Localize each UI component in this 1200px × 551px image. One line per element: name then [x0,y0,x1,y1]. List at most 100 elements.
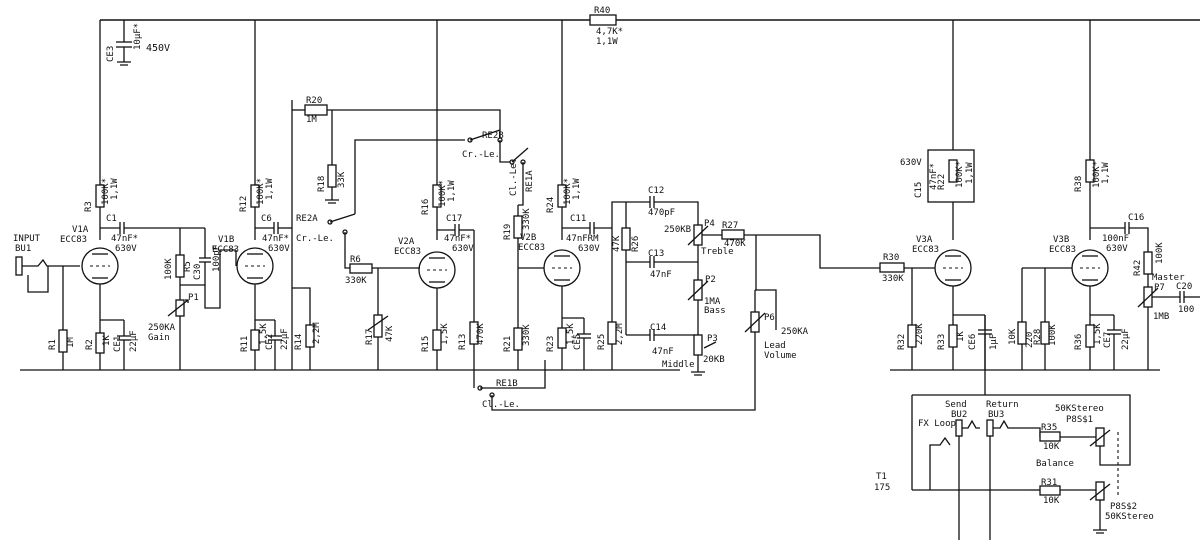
P7-name: Master [1152,273,1185,283]
RE1A-switch: Cl.-Le. [509,158,519,196]
R14-value: 2,2M [312,322,322,344]
C15-voltage: 630V [900,158,922,168]
R30-value: 330K [882,274,904,284]
pot-arrow [1089,483,1111,501]
wire [499,140,512,163]
R1-value: 1M [66,337,76,348]
wire [744,234,880,269]
R19-value: 330K [522,208,532,230]
resistor-R25 [607,321,617,345]
fxloop-label: FX Loop [918,419,956,429]
R18-value: 33K [337,171,347,188]
R15-label: R15 [421,336,431,352]
P8S2-label: P8S$2 [1110,502,1137,512]
resistor-R14 [305,324,315,348]
T1-value: 175 [874,483,890,493]
R36-value: 1,5K [1093,323,1103,345]
R40-power: 1,1W [596,37,618,47]
C14-label: C14 [650,323,666,333]
R23-label: R23 [546,336,556,352]
BU2-label: BU2 [951,410,967,420]
R22-label: R22 [937,174,947,190]
resistor-R27 [721,229,745,240]
R33-label: R33 [937,334,947,350]
wire [962,419,980,429]
R22-power: 1,1W [965,162,975,184]
R24-value: 100K* [563,178,573,205]
P6-name1: Lead [764,341,786,351]
CE2-label: CE2 [265,334,275,350]
C13-label: C13 [648,249,664,259]
C30-value: 100pF [212,245,222,272]
resistor-R12 [250,184,260,208]
R36-label: R36 [1074,334,1084,350]
resistor-R24 [557,184,567,208]
R18-label: R18 [317,176,327,192]
R27-label: R27 [722,221,738,231]
T1-label: T1 [876,472,887,482]
R21-label: R21 [503,336,513,352]
R12-power: 1,1W [265,178,275,200]
balance-label: Balance [1036,459,1074,469]
P3-name: Middle [662,360,695,370]
R1-label: R1 [48,339,58,350]
R17-label: R17 [365,329,375,345]
potentiometer-P1 [175,299,185,317]
C15-label: C15 [914,182,924,198]
resistor-R30 [879,262,905,273]
V1A-ref: V1A [72,225,89,235]
wire [27,266,49,293]
C20-label: C20 [1176,282,1192,292]
RE1B-label: RE1B [496,379,518,389]
R24-label: R24 [546,197,556,213]
RE2B-label: RE2B [482,131,504,141]
R12-value: 100K* [256,178,266,205]
V3A-type: ECC83 [912,245,939,255]
resistor-R11 [250,329,260,351]
P8S1-label: P8S$1 [1066,415,1093,425]
CE7-value: 22µF [1121,328,1131,350]
R42-value: 100K [1155,242,1165,264]
C12-label: C12 [648,186,664,196]
V2B-ref: V2B [520,233,536,243]
C11-label: C11 [570,214,586,224]
C17-value: 47nF* [444,234,471,244]
P7-value: 1MB [1153,312,1169,322]
R14-label: R14 [294,334,304,350]
C15-value: 47nF* [929,163,939,190]
resistor-R35 [1039,431,1061,442]
wire [354,139,465,214]
C16-voltage: 630V [1106,244,1128,254]
resistor-R23 [557,327,567,349]
C6-value: 47nF* [262,234,289,244]
resistor-R6 [349,263,373,274]
ground-symbol [325,199,339,204]
V1B-type: ECC83 [212,245,239,255]
R38-power: 1,1W [1101,162,1111,184]
C1-label: C1 [106,214,117,224]
C11-voltage: 630V [578,244,600,254]
R35-label: R35 [1041,423,1057,433]
P6-label: P6 [764,313,775,323]
V2B-type: ECC83 [518,243,545,253]
resistor-R21 [513,327,523,351]
pot-arrow [687,280,709,301]
pot-arrow [1137,287,1159,308]
R23-value: 1,5K [566,323,576,345]
wire [654,201,699,225]
ground-symbol [117,61,131,66]
R3-label: R3 [84,201,94,212]
V3B-ref: V3B [1053,235,1069,245]
R20-value: 1M [306,115,317,125]
R3-power: 1,1W [110,178,120,200]
P1-name: Gain [148,333,170,343]
C16-label: C16 [1128,213,1144,223]
R28-value: 100K [1048,324,1058,346]
ground-symbol [691,371,705,376]
switch-RE2B [469,129,501,141]
resistor-R1 [58,329,68,353]
wire [611,201,650,228]
CE5-label: CE5 [573,334,583,350]
